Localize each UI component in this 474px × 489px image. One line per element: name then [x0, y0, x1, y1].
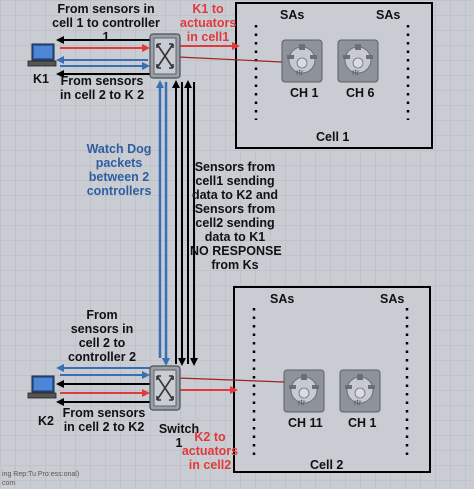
cell2-box [233, 286, 431, 473]
cell1-ch-a-router-icon [281, 39, 323, 83]
k2-from-cell2-label: From sensors in cell 2 to K2 [62, 406, 146, 434]
watchdog-label: Watch Dog packets between 2 controllers [86, 142, 152, 198]
k2-computer-icon [27, 375, 57, 399]
cell1-sas-left-label: SAs [280, 8, 305, 22]
cell2-ch-a-label: CH 11 [288, 416, 323, 430]
switch2-cell2-link [177, 377, 285, 383]
cell2-sas-right-label: SAs [380, 292, 405, 306]
k1-to-actuators-label: K1 to actuators in cell1 [180, 2, 237, 44]
cell2-to-controller2-label: From sensors in cell 2 to controller 2 [67, 308, 137, 364]
cell2-rtr-a-label: rtr [298, 398, 306, 407]
cell2-ch-b-label: CH 1 [348, 416, 377, 430]
cell1-ch-b-router-icon [337, 39, 379, 83]
no-response-label: Sensors from cell1 sending data to K2 an… [190, 160, 282, 272]
k2-label: K2 [38, 414, 54, 428]
cell1-rtr-b-label: rtr [352, 68, 360, 77]
cell1-title: Cell 1 [316, 130, 350, 144]
switch1-icon [149, 33, 181, 79]
k1-computer-icon [27, 43, 57, 67]
cell2-rtr-b-label: rtr [354, 398, 362, 407]
cell2-ch-b-router-icon [339, 369, 381, 413]
cell1-ch-a-label: CH 1 [290, 86, 319, 100]
cell1-ch-b-label: CH 6 [346, 86, 375, 100]
k1-from-cell2-label: From sensors in cell 2 to K 2 [59, 74, 145, 102]
cell2-title: Cell 2 [310, 458, 344, 472]
switch2-icon [149, 365, 181, 411]
cell1-rtr-a-label: rtr [296, 68, 304, 77]
switch1-cell1-link [177, 56, 283, 63]
cell2-ch-a-router-icon [283, 369, 325, 413]
k2-to-actuators-label: K2 to actuators in cell2 [181, 430, 239, 472]
cell2-sas-left-label: SAs [270, 292, 295, 306]
switch-label: Switch 1 [158, 422, 200, 450]
k1-label: K1 [33, 72, 49, 86]
from-sensors-cell1-label: From sensors in cell 1 to controller 1 [52, 2, 160, 44]
cell1-box [235, 2, 433, 149]
footer-watermark-text: ing Rep:Tu Pro:ess:onal) com [2, 471, 80, 487]
cell1-sas-right-label: SAs [376, 8, 401, 22]
